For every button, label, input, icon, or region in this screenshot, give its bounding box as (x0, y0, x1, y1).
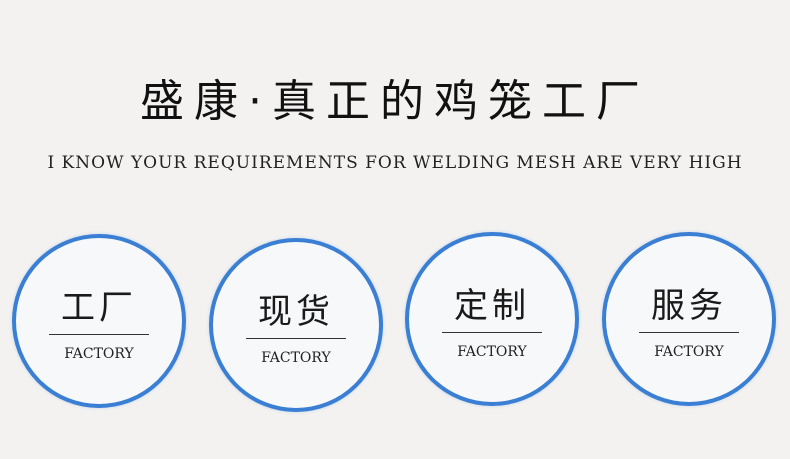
feature-divider (49, 334, 149, 335)
feature-divider (442, 332, 542, 333)
feature-label: 现货 (258, 292, 334, 332)
feature-circle-service: 服务 FACTORY (602, 232, 776, 406)
feature-circle-factory: 工厂 FACTORY (12, 234, 186, 408)
feature-circle-stock: 现货 FACTORY (209, 238, 383, 412)
feature-sublabel: FACTORY (457, 344, 527, 360)
feature-sublabel: FACTORY (64, 346, 134, 362)
feature-circle-custom: 定制 FACTORY (405, 232, 579, 406)
page-subtitle: I KNOW YOUR REQUIREMENTS FOR WELDING MES… (47, 153, 743, 173)
feature-sublabel: FACTORY (261, 350, 331, 366)
feature-label: 定制 (454, 286, 530, 326)
feature-label: 服务 (651, 286, 727, 326)
feature-sublabel: FACTORY (654, 344, 724, 360)
feature-divider (639, 332, 739, 333)
feature-label: 工厂 (61, 288, 137, 328)
page-title: 盛康·真正的鸡笼工厂 (140, 76, 650, 127)
feature-divider (246, 338, 346, 339)
